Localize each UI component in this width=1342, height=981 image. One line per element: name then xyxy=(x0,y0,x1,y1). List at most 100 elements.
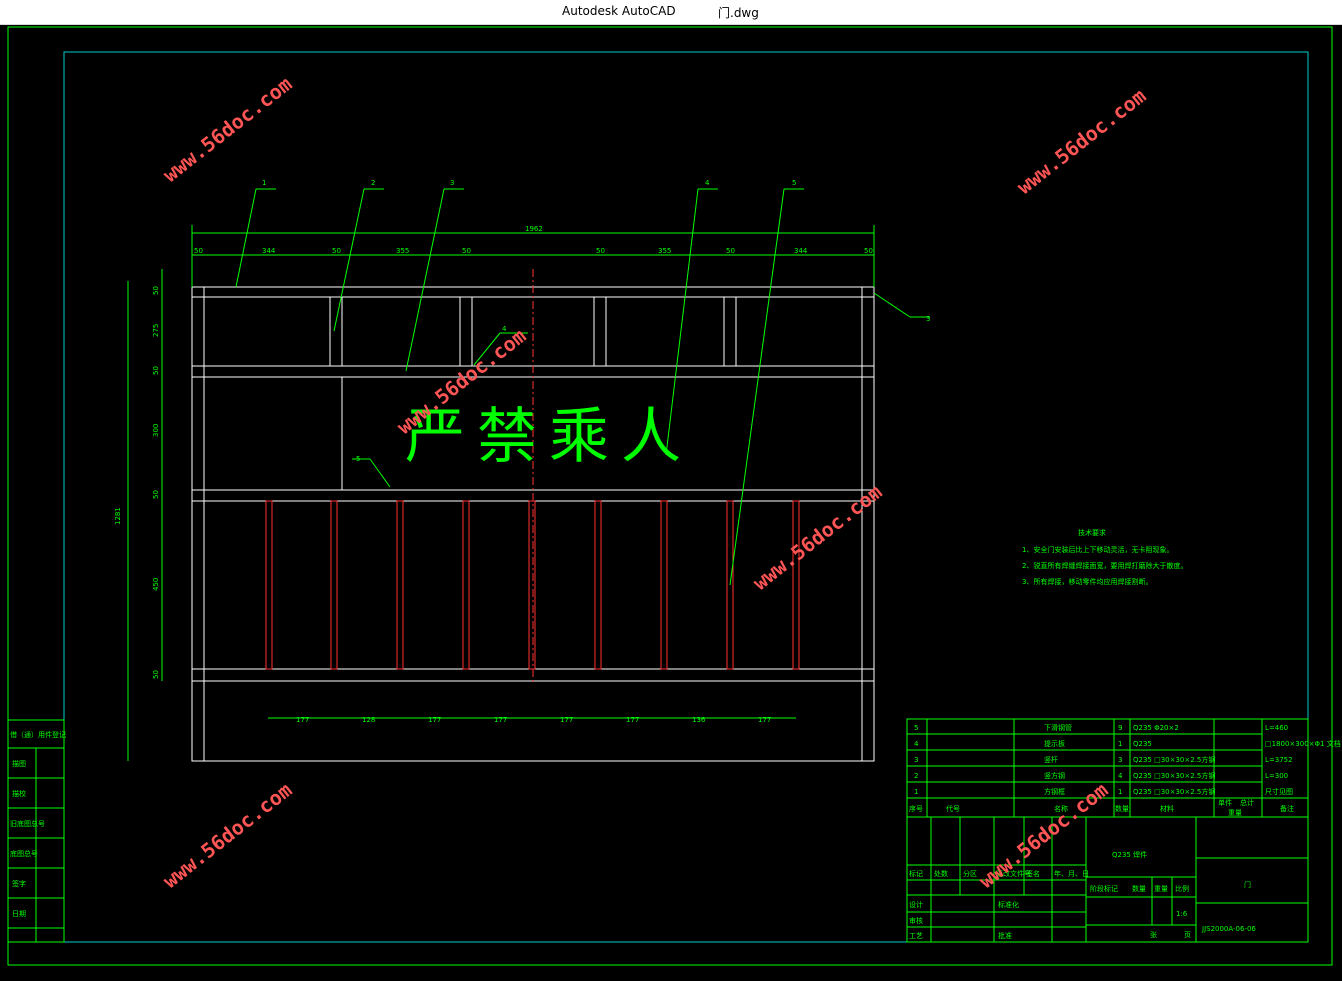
dim-text: 177 xyxy=(494,716,507,724)
header-cell: 名称 xyxy=(1054,804,1068,813)
balloon-label: 4 xyxy=(705,179,710,187)
part-name: 提示板 xyxy=(1044,739,1065,748)
window-titlebar: Autodesk AutoCAD 门.dwg xyxy=(0,0,1342,25)
dim-text: 177 xyxy=(758,716,771,724)
watermark: www.56doc.com xyxy=(1012,84,1150,199)
tech-item: 2、锐直所有焊缝焊接面宽，要用焊打磨除大于散度。 xyxy=(1022,561,1187,570)
part-name: 竖方钢 xyxy=(1044,771,1065,780)
dim-text: 300 xyxy=(152,424,160,437)
tb-role: 工艺 xyxy=(909,932,923,940)
part-qty: 1 xyxy=(1118,740,1122,748)
watermark: www.56doc.com xyxy=(158,778,296,893)
dim-text: 177 xyxy=(428,716,441,724)
dim-text: 50 xyxy=(152,286,160,295)
document-title: 门.dwg xyxy=(718,6,759,20)
watermark: www.56doc.com xyxy=(158,72,296,187)
inner-border xyxy=(63,51,1309,943)
dim-text: 177 xyxy=(626,716,639,724)
dim-text: 450 xyxy=(152,578,160,591)
part-material: Q235 xyxy=(1133,740,1152,748)
balloons: 1 2 3 4 5 xyxy=(235,179,804,586)
tb-standardize: 标准化 xyxy=(998,900,1019,909)
dimensions: 1962 50 344 50 355 50 50 355 50 344 50 1… xyxy=(114,225,875,761)
weld-label: 3 xyxy=(926,315,930,323)
header-cell: 材料 xyxy=(1160,804,1174,813)
tb-row-label: 分区 xyxy=(963,869,977,878)
parts-list: 5 下滑钢管 9 Q235 Φ20×2 L=460 4 提示板 1 Q235 □… xyxy=(906,718,1341,818)
dim-text: 50 xyxy=(152,490,160,499)
tb-row-label: 标记 xyxy=(909,869,923,878)
part-no: 5 xyxy=(914,724,918,732)
dim-text: 344 xyxy=(262,247,276,255)
tb-role: 审核 xyxy=(909,916,923,925)
header-cell: 单件 xyxy=(1218,798,1232,807)
tb-role: 设计 xyxy=(909,900,923,909)
part-note: L=3752 xyxy=(1265,756,1293,764)
part-note: 尺寸见图 xyxy=(1265,787,1293,796)
tb-material: Q235 焊件 xyxy=(1112,850,1147,859)
side-item: 描校 xyxy=(12,789,26,798)
side-item: 借（通）用件登记 xyxy=(10,730,66,739)
tb-row-label: 处数 xyxy=(934,869,948,878)
dim-text: 275 xyxy=(152,324,160,337)
tech-item: 3、所有焊接，移动零件均应用焊接割断。 xyxy=(1022,577,1152,586)
overall-height-dim: 1281 xyxy=(114,507,122,525)
tb-weight-label: 重量 xyxy=(1154,885,1168,893)
weld-label: 4 xyxy=(502,325,507,333)
dim-text: 355 xyxy=(396,247,409,255)
tb-qty-label: 数量 xyxy=(1132,884,1146,893)
app-title: Autodesk AutoCAD xyxy=(562,4,676,18)
tech-item: 1、安全门安装后比上下移动灵活，无卡阻现象。 xyxy=(1022,545,1173,554)
dim-text: 177 xyxy=(296,716,309,724)
dim-text: 50 xyxy=(462,247,471,255)
part-no: 4 xyxy=(914,740,919,748)
part-qty: 1 xyxy=(1118,788,1122,796)
side-item: 旧底图总号 xyxy=(10,819,45,828)
part-name: 方钢框 xyxy=(1044,787,1065,796)
dim-text: 50 xyxy=(194,247,203,255)
balloon-label: 3 xyxy=(450,179,454,187)
part-no: 3 xyxy=(914,756,918,764)
weld-label: 5 xyxy=(356,455,360,463)
header-cell: 数量 xyxy=(1115,804,1129,813)
part-name: 竖杆 xyxy=(1044,755,1058,764)
dim-text: 136 xyxy=(692,716,706,724)
gate-frame[interactable] xyxy=(191,269,875,762)
side-item: 签字 xyxy=(12,879,26,888)
tb-sheet-label: 张 xyxy=(1150,930,1157,939)
tb-scale-label: 比例 xyxy=(1175,884,1189,893)
balloon-label: 1 xyxy=(262,179,266,187)
part-material: Q235 □30×30×2.5方钢 xyxy=(1133,755,1215,764)
side-block: 借（通）用件登记 描图 描校 旧底图总号 底图总号 签字 日期 xyxy=(7,719,66,943)
tb-row-label: 签名 xyxy=(1026,869,1040,878)
tech-title: 技术要求 xyxy=(1078,528,1106,537)
header-cell: 总计 xyxy=(1240,798,1254,807)
sign-text: 严禁乘人 xyxy=(405,402,693,472)
watermark: www.56doc.com xyxy=(748,480,886,595)
side-item: 日期 xyxy=(12,910,26,918)
dim-text: 355 xyxy=(658,247,671,255)
tb-scale: 1:6 xyxy=(1176,910,1188,918)
part-qty: 4 xyxy=(1118,772,1123,780)
dim-text: 50 xyxy=(726,247,735,255)
header-cell: 备注 xyxy=(1280,804,1294,813)
part-note: □1800×300×Φ1 文档 xyxy=(1265,739,1341,748)
tb-row-label: 年、月、日 xyxy=(1054,869,1089,878)
part-name: 下滑钢管 xyxy=(1044,723,1072,732)
tb-drawing-number: JJS2000A-06-06 xyxy=(1201,925,1256,933)
part-qty: 3 xyxy=(1118,756,1122,764)
header-cell: 重量 xyxy=(1228,809,1242,817)
outer-border xyxy=(7,26,1333,966)
title-block: Q235 焊件 门 JJS2000A-06-06 标记 处数 分区 更改文件号 … xyxy=(906,816,1309,943)
dim-text: 50 xyxy=(596,247,605,255)
header-cell: 序号 xyxy=(909,804,923,813)
part-material: Q235 Φ20×2 xyxy=(1133,724,1179,732)
weld-marks: 3 4 5 xyxy=(352,292,930,488)
dim-text: 177 xyxy=(560,716,573,724)
part-no: 1 xyxy=(914,788,918,796)
side-item: 描图 xyxy=(12,759,26,768)
drawing-svg[interactable]: 借（通）用件登记 描图 描校 旧底图总号 底图总号 签字 日期 xyxy=(0,25,1342,981)
watermarks: www.56doc.com www.56doc.com www.56doc.co… xyxy=(158,72,1150,893)
drawing-canvas[interactable]: 借（通）用件登记 描图 描校 旧底图总号 底图总号 签字 日期 xyxy=(0,25,1342,981)
part-note: L=460 xyxy=(1265,724,1288,732)
